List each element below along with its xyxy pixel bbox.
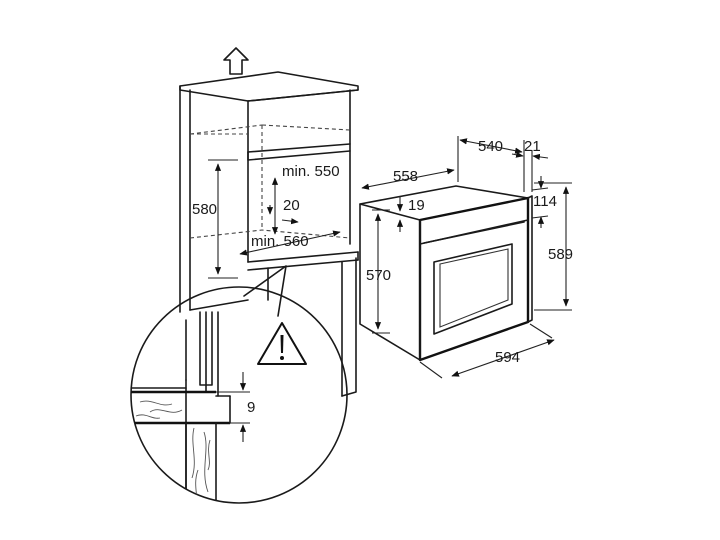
warning-triangle-icon <box>257 322 307 365</box>
dim-min560-label: min. 560 <box>251 233 309 250</box>
dim-570-label: 570 <box>366 267 391 284</box>
dim-min550-label: min. 550 <box>282 163 340 180</box>
dim-114-label: 114 <box>533 193 557 210</box>
detail-magnifier: 9 <box>130 265 348 504</box>
dim-20-label: 20 <box>283 197 300 214</box>
dim-580-label: 580 <box>192 201 217 218</box>
dim-594-label: 594 <box>495 349 520 366</box>
dim-589-label: 589 <box>548 246 573 263</box>
dim-540-label: 540 <box>478 138 503 155</box>
oven: 558 540 21 19 114 589 570 <box>359 136 573 379</box>
dim-9-label: 9 <box>247 399 255 416</box>
dim-558-label: 558 <box>393 168 418 185</box>
dim-21-label: 21 <box>524 138 541 155</box>
up-arrow-icon <box>223 47 249 75</box>
dim-19-label: 19 <box>408 197 425 214</box>
